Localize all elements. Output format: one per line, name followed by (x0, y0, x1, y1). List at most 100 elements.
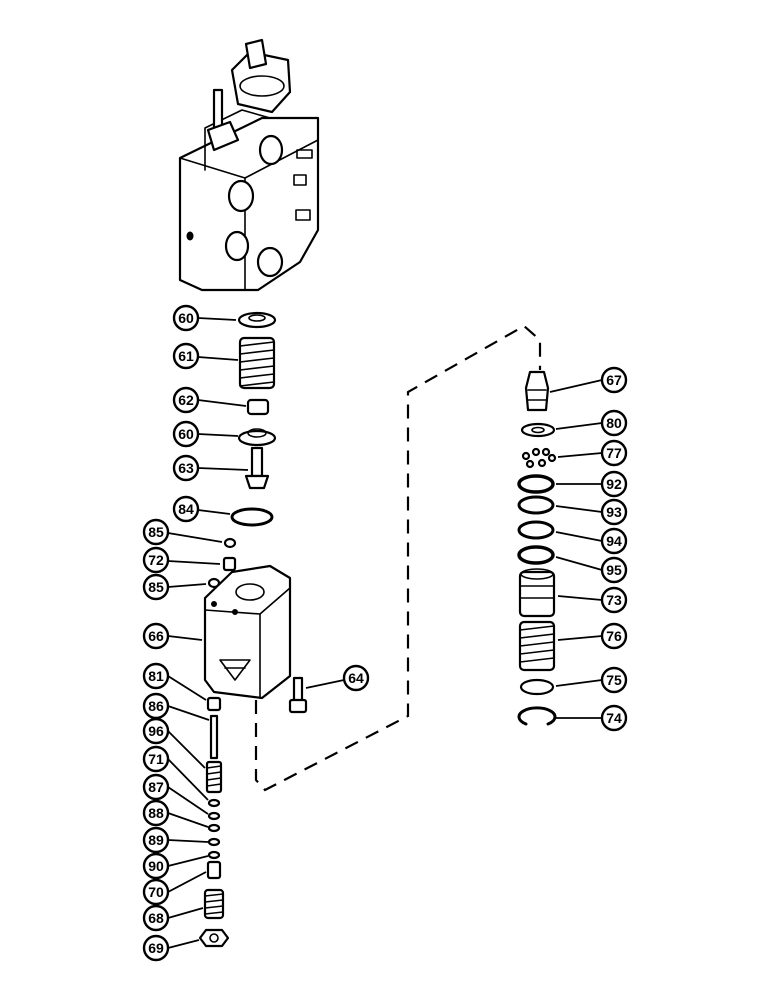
valve-stem-67 (524, 370, 550, 412)
svg-text:96: 96 (148, 723, 164, 739)
callout-75: 75 (555, 666, 628, 694)
disc-75 (519, 678, 555, 696)
washer-87 (207, 811, 221, 821)
callout-90: 90 (142, 852, 209, 880)
bolt-63 (244, 446, 270, 490)
svg-text:77: 77 (606, 445, 622, 461)
spring-68 (203, 888, 225, 920)
callout-72: 72 (142, 546, 221, 574)
callout-69: 69 (142, 934, 200, 962)
ring-95 (517, 545, 555, 565)
callout-94: 94 (555, 527, 628, 555)
washer-80 (520, 422, 556, 438)
callout-73: 73 (557, 586, 628, 614)
callout-84: 84 (172, 495, 231, 523)
washer-88 (207, 823, 221, 833)
valve-body (178, 38, 320, 292)
callout-60-bottom: 60 (172, 420, 239, 448)
callout-70: 70 (142, 871, 207, 906)
svg-text:76: 76 (606, 628, 622, 644)
svg-text:67: 67 (606, 372, 622, 388)
callout-88: 88 (142, 799, 209, 828)
svg-text:94: 94 (606, 533, 622, 549)
svg-text:75: 75 (606, 672, 622, 688)
spring-76 (518, 620, 556, 672)
callout-87: 87 (142, 773, 209, 815)
callout-95: 95 (555, 556, 628, 584)
svg-text:74: 74 (606, 710, 622, 726)
callout-96: 96 (142, 717, 206, 769)
callout-92: 92 (556, 470, 628, 498)
callout-63: 63 (172, 454, 249, 482)
cover-66 (203, 564, 292, 700)
cap-81 (206, 696, 222, 712)
sleeve-70 (206, 860, 222, 880)
callout-85-bottom: 85 (142, 573, 207, 601)
callout-77: 77 (557, 439, 628, 467)
callout-62: 62 (172, 386, 247, 414)
balls-77 (521, 447, 557, 469)
spring-seat-lower (237, 428, 277, 447)
svg-text:80: 80 (606, 415, 622, 431)
callout-81: 81 (142, 662, 207, 701)
svg-text:69: 69 (148, 940, 164, 956)
washer-71 (207, 798, 221, 808)
svg-text:88: 88 (148, 805, 164, 821)
svg-text:85: 85 (148, 579, 164, 595)
callout-71: 71 (142, 745, 209, 801)
ring-92 (517, 474, 555, 494)
svg-text:81: 81 (148, 668, 164, 684)
washer-89 (207, 837, 221, 847)
svg-text:90: 90 (148, 858, 164, 874)
svg-text:86: 86 (148, 698, 164, 714)
spring-seat-upper (237, 311, 277, 329)
svg-text:73: 73 (606, 592, 622, 608)
svg-text:60: 60 (178, 426, 194, 442)
callout-86: 86 (142, 692, 210, 721)
svg-text:71: 71 (148, 751, 164, 767)
callout-74: 74 (556, 704, 628, 732)
svg-text:85: 85 (148, 524, 164, 540)
nut-69 (198, 928, 230, 948)
spring-96 (205, 760, 223, 794)
bolt-64 (288, 676, 308, 714)
callout-80: 80 (555, 409, 628, 437)
svg-text:68: 68 (148, 910, 164, 926)
svg-text:62: 62 (178, 392, 194, 408)
callout-93: 93 (555, 498, 628, 526)
spacer (246, 398, 270, 416)
callout-89: 89 (142, 826, 209, 854)
svg-text:61: 61 (178, 348, 194, 364)
ring-94 (517, 520, 555, 540)
callout-85-top: 85 (142, 518, 223, 546)
svg-text:92: 92 (606, 476, 622, 492)
svg-text:60: 60 (178, 310, 194, 326)
svg-text:84: 84 (178, 501, 194, 517)
o-ring-85-upper (223, 537, 237, 549)
callout-60-top: 60 (172, 304, 237, 332)
svg-text:87: 87 (148, 779, 164, 795)
callout-61: 61 (172, 342, 239, 370)
callout-68: 68 (142, 904, 204, 932)
assembly-path-line (254, 324, 542, 792)
svg-text:66: 66 (148, 628, 164, 644)
spool-spring (238, 336, 276, 390)
callout-67: 67 (549, 366, 628, 394)
snap-ring-74 (517, 706, 557, 726)
svg-text:89: 89 (148, 832, 164, 848)
washer-90 (207, 850, 221, 860)
o-ring-84 (230, 507, 274, 527)
callout-66: 66 (142, 622, 203, 650)
svg-text:64: 64 (348, 670, 364, 686)
svg-text:63: 63 (178, 460, 194, 476)
plug-72 (222, 556, 237, 572)
svg-text:93: 93 (606, 504, 622, 520)
svg-text:72: 72 (148, 552, 164, 568)
ring-93 (517, 495, 555, 515)
callout-76: 76 (557, 622, 628, 650)
svg-text:70: 70 (148, 884, 164, 900)
svg-text:95: 95 (606, 562, 622, 578)
pin-86 (209, 714, 219, 760)
callout-64: 64 (305, 664, 370, 692)
